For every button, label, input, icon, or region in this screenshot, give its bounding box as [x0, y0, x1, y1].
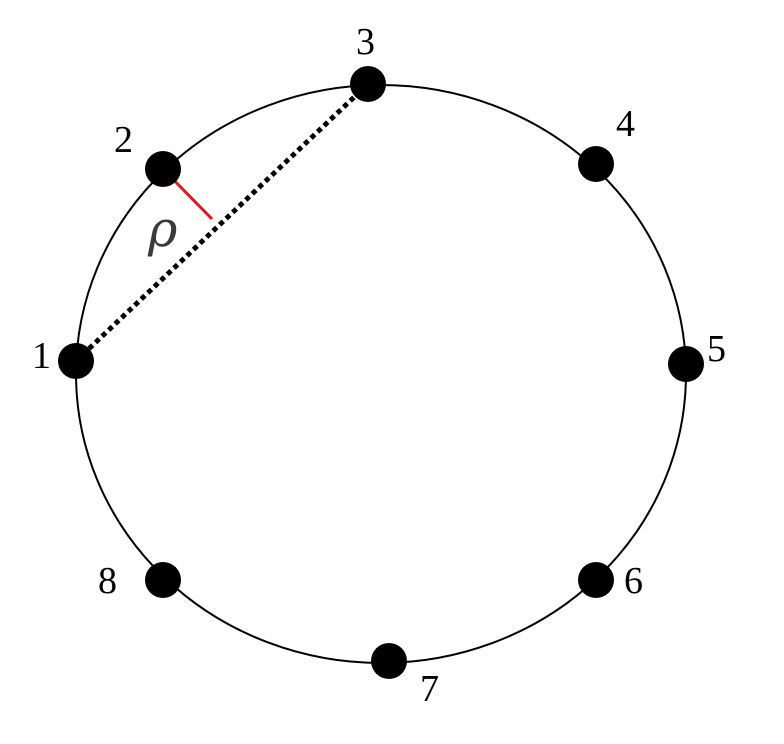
node-6: [578, 562, 614, 598]
node-1: [58, 343, 94, 379]
node-label-5: 5: [707, 328, 726, 370]
node-label-2: 2: [114, 119, 133, 161]
node-label-7: 7: [420, 668, 439, 710]
node-8: [145, 562, 181, 598]
node-5: [668, 346, 704, 382]
chord-1-3: [74, 82, 370, 363]
node-label-4: 4: [616, 103, 635, 145]
node-3: [350, 66, 386, 102]
node-label-8: 8: [98, 560, 117, 602]
node-label-6: 6: [624, 560, 643, 602]
node-7: [371, 643, 407, 679]
rho-label: ρ: [147, 200, 178, 258]
node-label-1: 1: [32, 335, 51, 377]
node-2: [145, 151, 181, 187]
node-label-3: 3: [356, 21, 375, 63]
node-4: [578, 146, 614, 182]
